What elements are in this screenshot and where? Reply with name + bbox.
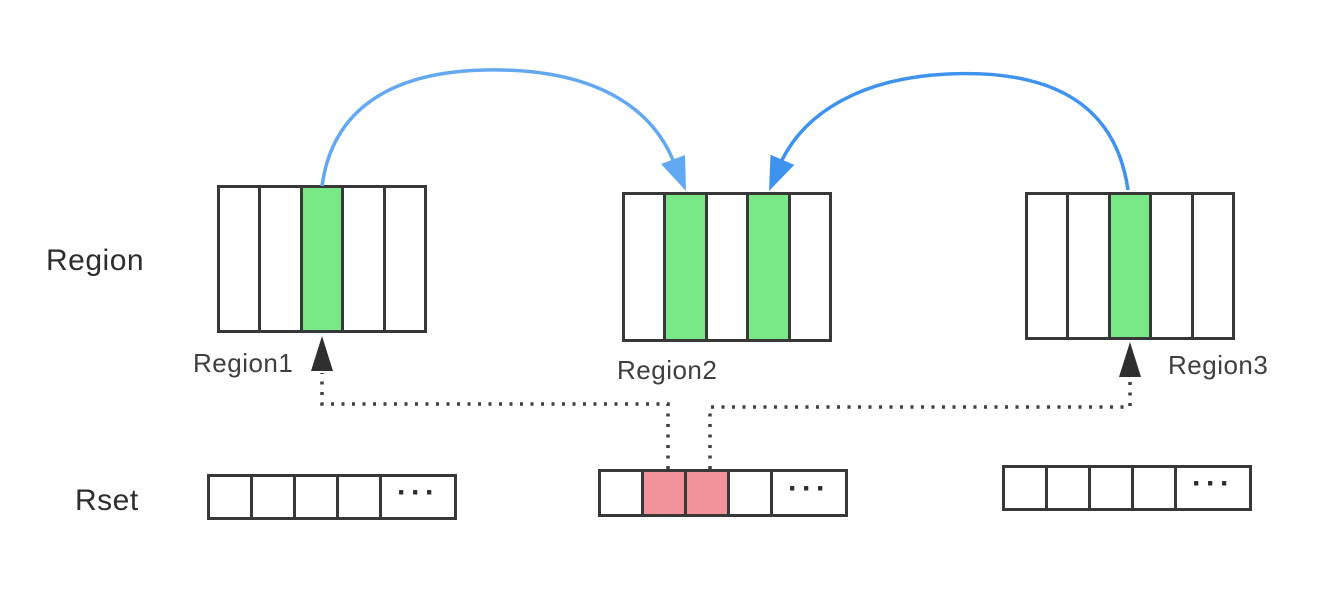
region1-cell — [385, 188, 425, 330]
row-label-region: Region — [46, 244, 145, 277]
rset2-cell — [687, 472, 730, 514]
blue-arrowhead-region2-right — [769, 154, 795, 191]
region3-cell — [1110, 195, 1153, 337]
rset2-cell — [730, 472, 773, 514]
dark-arrowhead-region1 — [311, 336, 333, 371]
region1-label: Region1 — [193, 348, 294, 378]
region2-cell — [707, 195, 750, 339]
region1-cell — [302, 188, 345, 330]
region3-label: Region3 — [1168, 350, 1269, 380]
ellipsis-dots: ··· — [397, 476, 439, 509]
rset1-cell — [339, 477, 382, 517]
rset2-box: ··· — [598, 469, 848, 517]
rset3-cell — [1048, 468, 1091, 508]
blue-arrow-region1-to-region2 — [320, 68, 675, 187]
region1-box — [217, 185, 427, 333]
rset3-cell — [1134, 468, 1177, 508]
dotted-path-rset2-to-region1 — [320, 373, 670, 469]
blue-arrow-region3-to-region2 — [780, 71, 1130, 191]
region3-cell — [1193, 195, 1233, 337]
region2-cell — [790, 195, 830, 339]
rset2-cell — [644, 472, 687, 514]
dark-arrowhead-region3 — [1119, 342, 1141, 377]
rset1-cell — [210, 477, 253, 517]
rset1-box: ··· — [207, 474, 457, 520]
region3-box — [1025, 192, 1235, 340]
dotted-path-rset2-to-region3 — [708, 379, 1132, 469]
row-label-rset: Rset — [75, 484, 139, 517]
rset3-cell — [1005, 468, 1048, 508]
region2-box — [622, 192, 832, 342]
rset3-box: ··· — [1002, 465, 1252, 511]
region2-cell — [625, 195, 667, 339]
region3-cell — [1152, 195, 1194, 337]
region2-cell — [666, 195, 708, 339]
blue-arrowhead-region2-left — [661, 155, 686, 191]
region2-label: Region2 — [617, 355, 718, 385]
rset1-cell — [253, 477, 296, 517]
rset3-cell — [1091, 468, 1134, 508]
ellipsis-dots: ··· — [788, 472, 830, 505]
region3-cell — [1069, 195, 1111, 337]
rset2-cell — [601, 472, 644, 514]
region1-cell — [261, 188, 303, 330]
region1-cell — [220, 188, 262, 330]
region2-cell — [749, 195, 791, 339]
region3-cell — [1028, 195, 1070, 337]
ellipsis-dots: ··· — [1192, 467, 1234, 500]
rset2-cell: ··· — [773, 472, 845, 514]
rset1-cell — [296, 477, 339, 517]
rset3-cell: ··· — [1177, 468, 1249, 508]
region1-cell — [344, 188, 386, 330]
rset1-cell: ··· — [382, 477, 454, 517]
